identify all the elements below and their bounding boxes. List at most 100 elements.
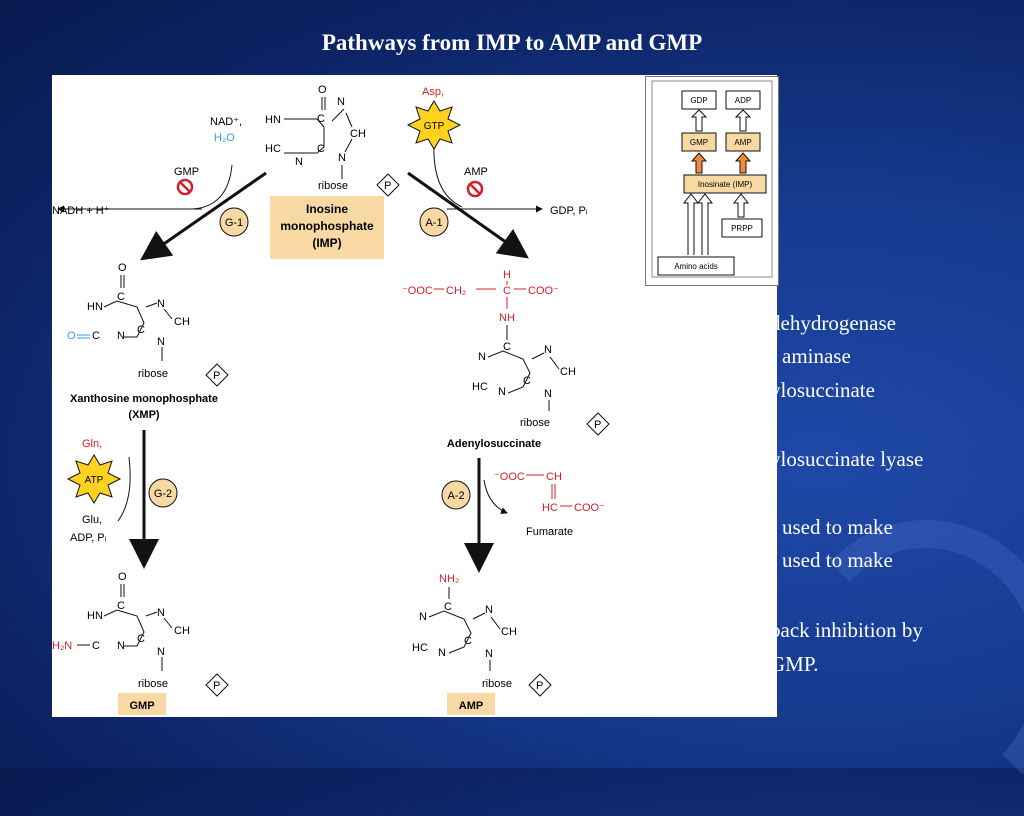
enzyme-a1: A-1	[425, 217, 442, 229]
slide-title: Pathways from IMP to AMP and GMP	[321, 30, 703, 55]
atom-label: N	[295, 156, 303, 168]
imp-structure: O HN C N CH HC C N N ribose P Inosine mo…	[265, 84, 400, 259]
svg-text:NH: NH	[499, 312, 515, 324]
fumarate-part: CH	[546, 471, 562, 483]
svg-text:C: C	[503, 341, 511, 353]
phosphate-icon: P	[586, 412, 610, 436]
svg-text:N: N	[485, 648, 493, 660]
pathway-figure: O HN C N CH HC C N N ribose P Inosine mo…	[52, 75, 777, 717]
svg-text:N: N	[157, 646, 165, 658]
a1-reactant: Asp,	[422, 86, 444, 98]
svg-text:HC: HC	[472, 381, 488, 393]
svg-text:ATP: ATP	[85, 475, 104, 486]
svg-text:N: N	[117, 640, 125, 652]
inset-gdp: GDP	[690, 96, 707, 105]
svg-text:ribose: ribose	[520, 417, 550, 429]
fumarate-part: HC	[542, 502, 558, 514]
svg-text:CH: CH	[560, 366, 576, 378]
atom-label: C	[317, 113, 325, 125]
bullet-line: dehydrogenase	[770, 311, 896, 335]
svg-text:C: C	[503, 285, 511, 297]
bullet-line: used to make	[782, 548, 893, 572]
step-a1: Asp, GTP AMP GDP, Pᵢ A-1	[406, 86, 588, 259]
fumarate-part: COO⁻	[574, 502, 605, 514]
g2-products: ADP, Pᵢ	[70, 532, 107, 544]
svg-text:P: P	[213, 680, 220, 692]
inset-prpp: PRPP	[731, 224, 753, 233]
svg-text:ribose: ribose	[138, 678, 168, 690]
svg-text:C: C	[523, 375, 531, 387]
svg-text:ribose: ribose	[482, 678, 512, 690]
svg-text:GTP: GTP	[424, 121, 445, 132]
step-a2: A-2 ⁻OOC CH HC COO⁻ Fumarate	[441, 458, 605, 573]
a1-products: GDP, Pᵢ	[550, 205, 588, 217]
atom-label: N	[337, 96, 345, 108]
gmp-structure: O HN C N CH H₂N C N C N ribose P GMP	[52, 571, 229, 715]
svg-text:HC: HC	[412, 642, 428, 654]
svg-text:N: N	[544, 388, 552, 400]
inset-amino-acids: Amino acids	[674, 262, 718, 271]
enzyme-g1: G-1	[225, 217, 243, 229]
svg-text:P: P	[536, 680, 543, 692]
svg-text:N: N	[419, 611, 427, 623]
inset-adp: ADP	[735, 96, 751, 105]
g2-products: Glu,	[82, 514, 102, 526]
amp-label: AMP	[459, 700, 483, 712]
g2-reactant: Gln,	[82, 438, 102, 450]
svg-text:N: N	[478, 351, 486, 363]
svg-text:O: O	[118, 571, 127, 583]
bullet-line: back inhibition by	[770, 618, 923, 642]
atom-label: N	[338, 152, 346, 164]
imp-name: Inosine	[306, 202, 348, 216]
svg-text:P: P	[594, 419, 601, 431]
adenylosuccinate-structure: H ⁻OOC CH₂ C COO⁻ NH N C N CH HC N C N r…	[402, 269, 610, 450]
svg-text:CH: CH	[501, 626, 517, 638]
phosphate-icon: P	[205, 673, 229, 697]
svg-text:C: C	[92, 330, 100, 342]
xmp-name: Xanthosine monophosphate	[70, 393, 218, 405]
svg-text:N: N	[498, 386, 506, 398]
svg-text:C: C	[464, 635, 472, 647]
imp-ribose: ribose	[318, 180, 348, 192]
step-g2: Gln, ATP Glu, ADP, Pᵢ G-2	[66, 430, 178, 569]
svg-text:CH: CH	[174, 316, 190, 328]
svg-text:P: P	[213, 370, 220, 382]
imp-name: (IMP)	[312, 236, 341, 250]
bullet-list: dehydrogenase aminase ylosuccinate ylosu…	[770, 0, 1024, 768]
atom-label: HN	[265, 114, 281, 126]
bullet-line: ylosuccinate	[770, 378, 875, 402]
imp-name: monophosphate	[280, 219, 374, 233]
phosphate-icon: P	[376, 173, 400, 197]
a1-inhibitor: AMP	[464, 166, 488, 178]
enzyme-g2: G-2	[154, 488, 172, 500]
phosphate-icon: P	[205, 363, 229, 387]
amp-structure: NH₂ N C N CH HC N C N ribose P AMP	[412, 573, 552, 715]
svg-text:N: N	[438, 647, 446, 659]
gtp-star-icon: GTP	[406, 100, 462, 150]
svg-text:N: N	[544, 344, 552, 356]
pathway-svg: O HN C N CH HC C N N ribose P Inosine mo…	[52, 84, 610, 715]
asp-chain: CH₂	[446, 285, 466, 297]
svg-text:O: O	[118, 262, 127, 274]
g1-inhibitor: GMP	[174, 166, 199, 178]
bullet-line: ylosuccinate lyase	[770, 447, 924, 471]
svg-text:N: N	[485, 604, 493, 616]
atom-label: O	[318, 84, 327, 96]
atom-label: HC	[265, 143, 281, 155]
inhibition-icon	[176, 178, 194, 196]
xmp-carbonyl: O	[67, 330, 76, 342]
amp-amino: NH₂	[439, 573, 459, 585]
step-g1: NAD⁺, H₂O GMP NADH + H⁺ G-1	[52, 116, 267, 261]
svg-text:N: N	[157, 336, 165, 348]
svg-text:C: C	[117, 291, 125, 303]
asp-chain: ⁻OOC	[402, 285, 433, 297]
svg-text:ribose: ribose	[138, 368, 168, 380]
inset-gmp: GMP	[690, 138, 708, 147]
svg-text:CH: CH	[174, 625, 190, 637]
svg-text:N: N	[117, 330, 125, 342]
phosphate-icon: P	[528, 673, 552, 697]
svg-text:HN: HN	[87, 301, 103, 313]
bullet-line: used to make	[782, 515, 893, 539]
pathway-overview-inset: GDP ADP GMP AMP Inosinate (IMP) PRPP Ami…	[645, 76, 779, 286]
svg-text:C: C	[444, 601, 452, 613]
